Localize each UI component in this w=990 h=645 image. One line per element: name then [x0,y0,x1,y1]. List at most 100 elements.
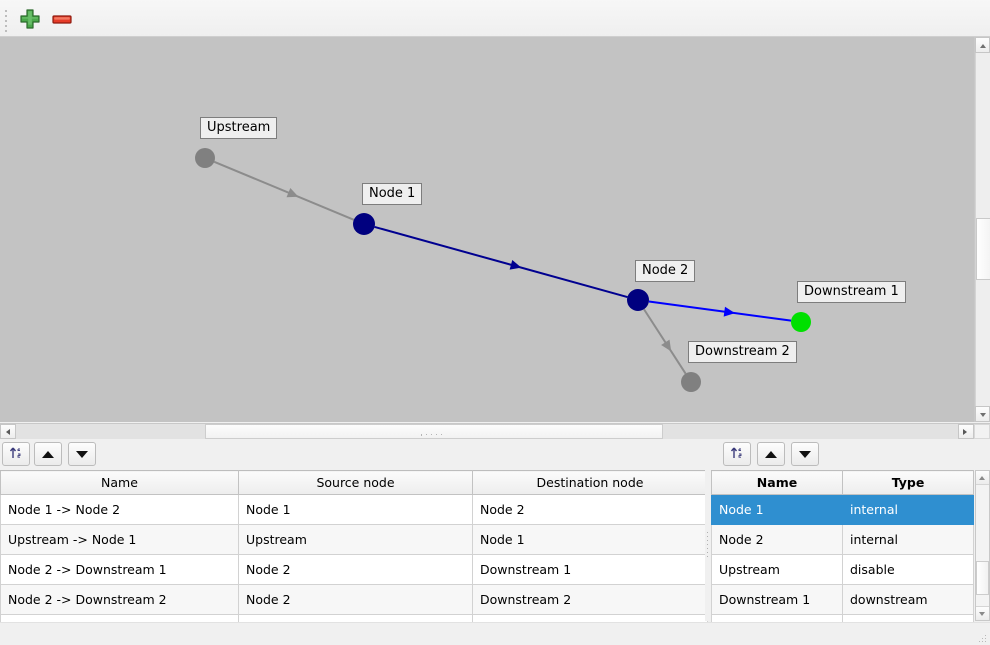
links-cell-name[interactable]: Upstream -> Node 1 [1,525,239,555]
links-cell-destination[interactable]: Node 1 [473,525,708,555]
graph-node-node2[interactable] [627,289,649,311]
nodes-table[interactable]: Name Type Node 1internalNode 2internalUp… [711,470,974,631]
nodes-vscroll-thumb[interactable] [976,561,989,595]
graph-node-label-downstream1[interactable]: Downstream 1 [797,281,906,303]
nodes-col-type[interactable]: Type [843,471,974,495]
table-row[interactable]: Node 2 -> Downstream 2Node 2Downstream 2 [1,585,708,615]
nodes-panel: Name Type Node 1internalNode 2internalUp… [711,439,990,622]
graph-node-upstream[interactable] [195,148,215,168]
table-row[interactable]: Upstreamdisable [712,555,974,585]
graph-node-label-downstream2[interactable]: Downstream 2 [688,341,797,363]
links-cell-destination[interactable]: Downstream 1 [473,555,708,585]
red-minus-icon [50,7,74,31]
canvas-hscroll-thumb[interactable] [205,424,663,439]
canvas-vscroll-thumb[interactable] [976,218,990,280]
canvas-hscroll-track[interactable] [16,424,958,439]
links-table-header-row: Name Source node Destination node [1,471,708,495]
resize-grip[interactable] [979,635,986,642]
splitter-grip-dot [707,532,708,533]
nodes-table-header-row: Name Type [712,471,974,495]
nodes-move-down-button[interactable] [791,442,819,466]
graph-drawing [0,37,974,422]
links-cell-source[interactable]: Node 1 [239,495,473,525]
graph-edge-arrow [661,340,671,352]
sort-arrows-icon [8,445,24,461]
scroll-up-arrow[interactable] [975,37,990,53]
triangle-down-icon [799,451,811,458]
splitter-grip-dot [707,548,708,549]
graph-edge[interactable] [644,309,686,373]
nodes-scroll-down-arrow[interactable] [976,606,989,620]
table-row[interactable]: Downstream 1downstream [712,585,974,615]
splitter-grip-dot [707,540,708,541]
graph-edge[interactable] [375,227,628,297]
links-cell-name[interactable]: Node 2 -> Downstream 2 [1,585,239,615]
links-cell-name[interactable]: Node 1 -> Node 2 [1,495,239,525]
add-button[interactable] [18,7,42,31]
canvas-horizontal-scrollbar[interactable] [0,423,990,439]
links-cell-source[interactable]: Upstream [239,525,473,555]
scroll-down-arrow[interactable] [975,406,990,422]
status-bar [0,622,990,645]
scroll-right-arrow[interactable] [958,424,974,439]
graph-edge[interactable] [649,301,791,320]
triangle-down-icon [76,451,88,458]
graph-node-node1[interactable] [353,213,375,235]
tables-area: Name Source node Destination node Node 1… [0,439,990,622]
links-move-down-button[interactable] [68,442,96,466]
graph-edge-arrow [724,307,735,317]
nodes-cell-name[interactable]: Node 2 [712,525,843,555]
nodes-cell-name[interactable]: Upstream [712,555,843,585]
nodes-scroll-up-arrow[interactable] [976,471,989,485]
table-row[interactable]: Node 1 -> Node 2Node 1Node 2 [1,495,708,525]
links-cell-name[interactable]: Node 2 -> Downstream 1 [1,555,239,585]
graph-node-label-node1[interactable]: Node 1 [362,183,422,205]
links-col-destination[interactable]: Destination node [473,471,708,495]
graph-node-downstream1[interactable] [791,312,811,332]
table-row[interactable]: Upstream -> Node 1UpstreamNode 1 [1,525,708,555]
nodes-cell-type[interactable]: disable [843,555,974,585]
graph-node-label-upstream[interactable]: Upstream [200,117,277,139]
links-sort-button[interactable] [2,442,30,466]
scroll-left-arrow[interactable] [0,424,16,439]
links-table[interactable]: Name Source node Destination node Node 1… [0,470,708,631]
splitter-grip-dot [707,556,708,557]
nodes-cell-type[interactable]: downstream [843,585,974,615]
triangle-up-icon [765,451,777,458]
table-row[interactable]: Node 2internal [712,525,974,555]
nodes-sort-button[interactable] [723,442,751,466]
graph-canvas[interactable]: UpstreamNode 1 Node 2 Downstream 1 Downstre… [0,37,975,422]
splitter-grip-dot [707,552,708,553]
links-col-source[interactable]: Source node [239,471,473,495]
nodes-cell-name[interactable]: Node 1 [712,495,843,525]
links-cell-source[interactable]: Node 2 [239,555,473,585]
toolbar-drag-handle[interactable] [5,10,10,28]
table-row[interactable]: Node 1internal [712,495,974,525]
graph-node-label-node2[interactable]: Node 2 [635,260,695,282]
canvas-vscroll-track[interactable] [975,53,990,406]
links-col-name[interactable]: Name [1,471,239,495]
green-plus-icon [18,7,42,31]
scrollbar-corner [974,424,990,439]
nodes-cell-type[interactable]: internal [843,525,974,555]
links-cell-source[interactable]: Node 2 [239,585,473,615]
panel-splitter[interactable] [705,470,710,621]
remove-button[interactable] [50,7,74,31]
nodes-cell-name[interactable]: Downstream 1 [712,585,843,615]
triangle-up-icon [42,451,54,458]
table-row[interactable]: Node 2 -> Downstream 1Node 2Downstream 1 [1,555,708,585]
links-panel: Name Source node Destination node Node 1… [0,439,708,622]
links-cell-destination[interactable]: Node 2 [473,495,708,525]
graph-node-downstream2[interactable] [681,372,701,392]
links-cell-destination[interactable]: Downstream 2 [473,585,708,615]
graph-edge[interactable] [214,162,354,220]
links-move-up-button[interactable] [34,442,62,466]
nodes-move-up-button[interactable] [757,442,785,466]
nodes-vertical-scrollbar[interactable] [975,470,990,621]
nodes-col-name[interactable]: Name [712,471,843,495]
splitter-grip-dot [707,536,708,537]
splitter-grip-dot [707,544,708,545]
canvas-vertical-scrollbar[interactable] [974,37,990,422]
nodes-cell-type[interactable]: internal [843,495,974,525]
